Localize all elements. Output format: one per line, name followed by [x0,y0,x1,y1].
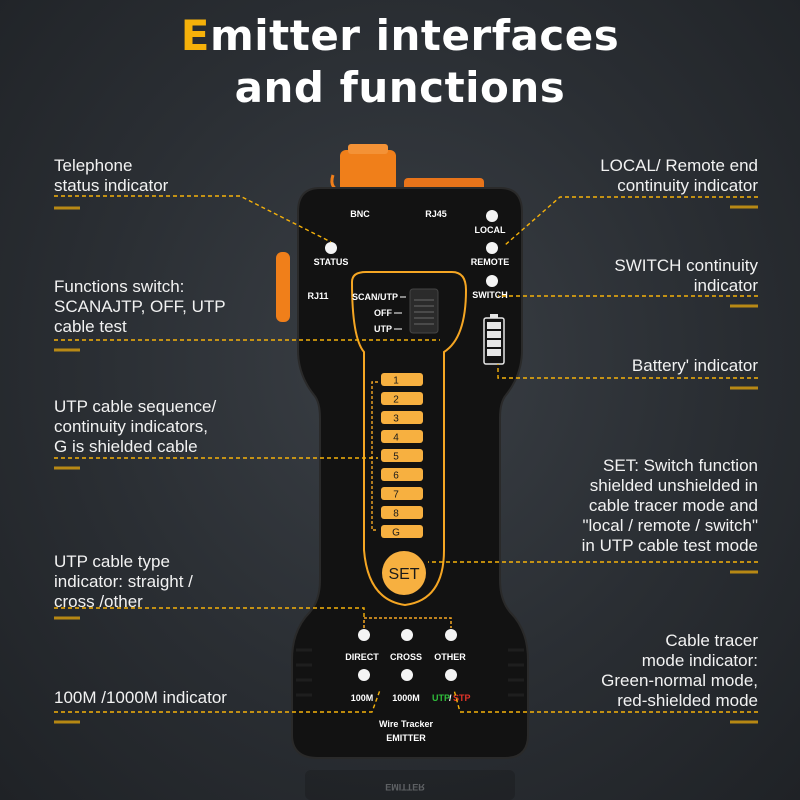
off-label: OFF [374,308,392,318]
tracer-mode-led [445,669,457,681]
mode-switch[interactable] [409,288,439,334]
wire-led-5 [381,449,423,462]
wire-led-column: 1 2 3 4 5 6 7 8G [381,373,423,539]
wire-led-label: 7 [393,490,399,501]
bnc-connector [340,150,396,195]
svg-text:/: / [449,693,452,703]
keyhole-panel [350,271,468,607]
set-button-label: SET [388,566,419,583]
100m-led [358,669,370,681]
wire-led-label: 5 [393,452,399,463]
wire-led-label: 1 [393,376,399,387]
side-clip [276,252,290,322]
100m-label: 100M [351,693,374,703]
wire-led-1 [381,373,423,386]
set-button[interactable] [382,551,426,595]
wire-led-3 [381,411,423,424]
callout-local-remote: LOCAL/ Remote end continuity indicator [600,156,758,195]
callout-utp-sequence: UTP cable sequence/ continuity indicator… [54,397,217,456]
utp-label: UTP [374,324,392,334]
stp-red-label: STP [453,693,471,703]
callout-tracer-mode: Cable tracer mode indicator: Green-norma… [601,631,758,710]
status-label: STATUS [314,257,349,267]
title-line-1: mitter interfaces [210,11,620,60]
scan-utp-label: SCAN/UTP [352,292,398,302]
bnc-label: BNC [350,209,370,219]
rj45-label: RJ45 [425,209,447,219]
direct-label: DIRECT [345,652,379,662]
wire-led-label: 8 [393,509,399,520]
wire-led-label: G [392,528,400,539]
local-label: LOCAL [475,225,506,235]
direct-led [358,629,370,641]
switch-led [486,275,498,287]
wire-led-7 [381,487,423,500]
title-accent-letter: E [180,11,210,60]
title-line-2: and functions [234,63,566,112]
bnc-connector-cap [348,144,388,154]
wire-led-label: 4 [393,433,399,444]
wire-led-label: 3 [393,414,399,425]
battery-icon [483,314,505,365]
callout-set: SET: Switch function shielded unshielded… [581,456,758,555]
page-title: Emitter interfaces and functions [0,10,800,114]
remote-led [486,242,498,254]
wire-led-2 [381,392,423,405]
rj11-label: RJ11 [307,291,328,301]
leader-lines [54,195,758,713]
wire-led-label: 2 [393,395,399,406]
cross-led [401,629,413,641]
utp-green-label: UTP [432,693,450,703]
remote-label: REMOTE [471,257,510,267]
callout-telephone: Telephone status indicator [54,156,169,195]
callout-functions-switch: Functions switch: SCANAJTP, OFF, UTP cab… [54,277,226,336]
switch-label: SWITCH [472,290,508,300]
wire-led-g [381,525,423,538]
model-name: EMITTER [386,733,426,743]
callout-battery: Battery' indicator [631,356,758,375]
callout-speed: 100M /1000M indicator [54,688,227,707]
callout-switch-continuity: SWITCH continuity indicator [614,256,758,295]
1000m-label: 1000M [392,693,420,703]
wire-led-4 [381,430,423,443]
cross-label: CROSS [390,652,422,662]
other-label: OTHER [434,652,466,662]
reflection-text: EMITTER [385,782,425,792]
status-led [325,242,337,254]
other-led [445,629,457,641]
brand-name: Wire Tracker [379,719,433,729]
callout-utp-type: UTP cable type indicator: straight / cro… [54,552,193,611]
local-led [486,210,498,222]
mode-switch-grip [414,299,434,325]
wire-led-8 [381,506,423,519]
device-reflection: EMITTER [305,770,515,800]
leader-line-ends [54,205,758,724]
wire-led-label: 6 [393,471,399,482]
device-grip-ridges [296,648,524,697]
wire-led-6 [381,468,423,481]
1000m-led [401,669,413,681]
